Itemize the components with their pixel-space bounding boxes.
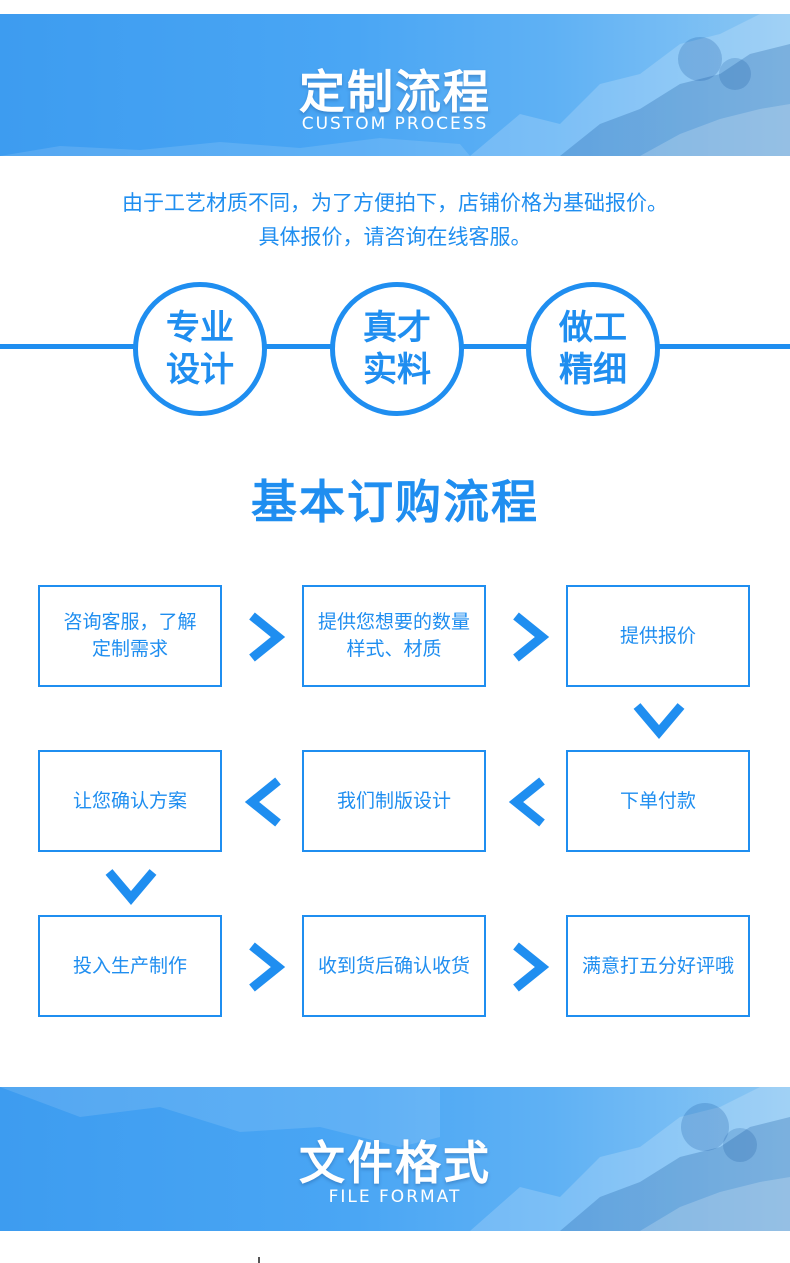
landscape-painting-decoration [0,14,790,156]
banner-subtitle: FILE FORMAT [328,1187,462,1207]
step-line-1: 收到货后确认收货 [317,954,470,977]
intro-line-2: 具体报价，请咨询在线客服。 [258,225,532,249]
chevron-left-icon [244,777,281,827]
intro-line-1: 由于工艺材质不同，为了方便拍下，店铺价格为基础报价。 [122,191,668,215]
step-production: 投入生产制作 [38,915,222,1017]
step-line-2: 定制需求 [91,638,168,660]
chevron-left-icon [508,777,545,827]
step-quote: 提供报价 [566,585,750,687]
step-confirm-plan: 让您确认方案 [38,750,222,852]
step-receive: 收到货后确认收货 [302,915,486,1017]
step-line-2: 样式、材质 [346,638,442,660]
feature-circle-professional-design: 专业 设计 [133,282,267,416]
chevron-right-icon [249,612,286,662]
feature-line-2: 实料 [363,350,431,390]
landscape-painting-decoration [0,1087,790,1231]
feature-line-1: 专业 [166,308,234,348]
custom-process-banner: 定制流程 CUSTOM PROCESS [0,14,790,156]
step-consult: 咨询客服，了解定制需求 [38,585,222,687]
step-line-1: 我们制版设计 [336,789,451,812]
feature-line-1: 真才 [363,308,431,348]
feature-circle-fine-workmanship: 做工 精细 [526,282,660,416]
step-line-1: 咨询客服，了解 [63,611,197,633]
step-line-1: 提供报价 [619,624,696,647]
step-line-1: 投入生产制作 [72,954,187,977]
banner-title: 定制流程 [299,65,491,119]
process-title: 基本订购流程 [251,475,539,529]
step-line-1: 下单付款 [619,789,696,812]
step-line-1: 满意打五分好评哦 [581,954,734,977]
file-format-banner: 文件格式 FILE FORMAT [0,1087,790,1231]
step-review: 满意打五分好评哦 [566,915,750,1017]
banner-subtitle: CUSTOM PROCESS [301,114,489,134]
chevron-down-icon [105,869,157,905]
feature-circle-real-materials: 真才 实料 [330,282,464,416]
feature-line-2: 设计 [166,350,234,390]
chevron-right-icon [513,612,550,662]
divider-mark [258,1257,260,1263]
banner-title: 文件格式 [299,1136,491,1190]
chevron-down-icon [633,703,685,739]
step-pay: 下单付款 [566,750,750,852]
chevron-right-icon [249,942,286,992]
feature-line-1: 做工 [559,308,627,348]
chevron-right-icon [513,942,550,992]
feature-line-2: 精细 [559,350,627,390]
step-design: 我们制版设计 [302,750,486,852]
step-line-1: 让您确认方案 [72,789,187,812]
step-provide-requirements: 提供您想要的数量样式、材质 [302,585,486,687]
step-line-1: 提供您想要的数量 [317,611,470,633]
